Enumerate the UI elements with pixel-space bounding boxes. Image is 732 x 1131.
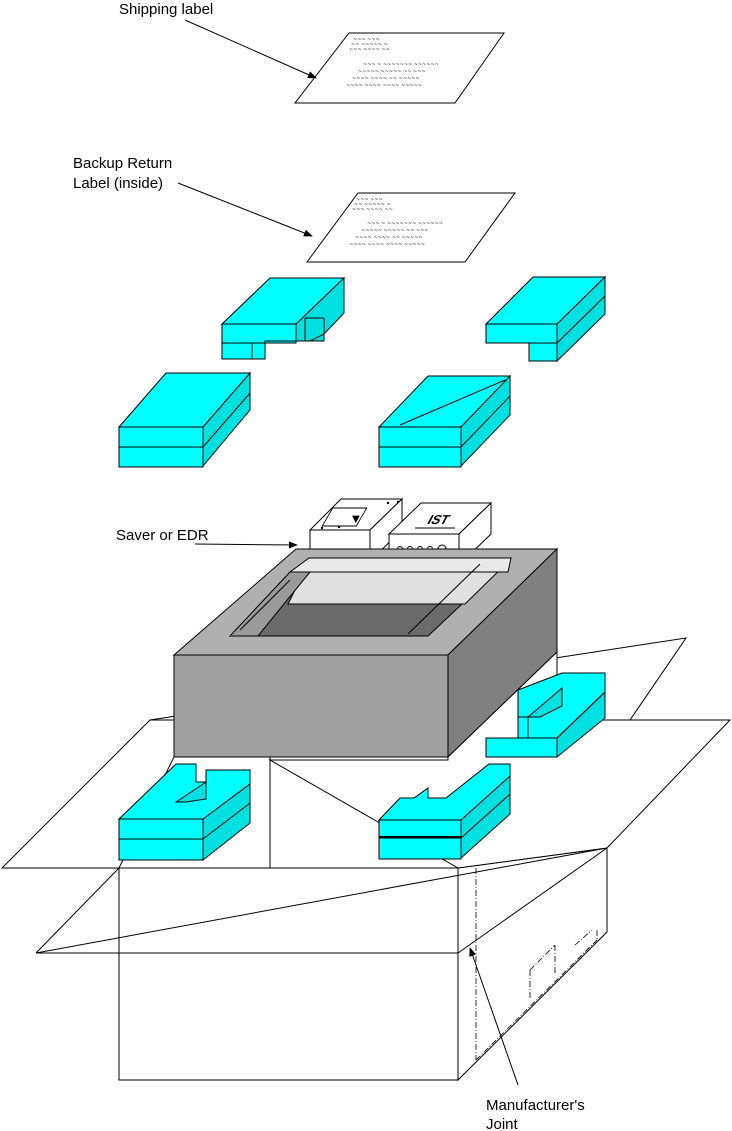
shipping-box xyxy=(0,650,732,1082)
svg-text:~~~~ ~~~~ ~~ ~~~~~: ~~~~ ~~~~ ~~ ~~~~~ xyxy=(352,76,420,82)
edr-logo-text: IST xyxy=(425,512,454,527)
svg-text:~~~ ~~~: ~~~ ~~~ xyxy=(353,37,380,43)
carrying-case xyxy=(172,547,559,759)
backup-return-label-sheet: ~~~ ~~~ ~~ ~~~~~ ~ ~~~ ~~~~ ~~ ~~~ ~ ~~~… xyxy=(306,192,516,263)
backup-return-label-text-line1: Backup Return xyxy=(73,155,172,172)
foam-block-middle-right xyxy=(377,374,512,468)
saver-or-edr-pointer xyxy=(194,541,298,549)
svg-text:~~~ ~~~: ~~~ ~~~ xyxy=(356,197,383,203)
manufacturers-joint-pointer xyxy=(469,947,519,1086)
svg-text:~~ ~~~~~ ~: ~~ ~~~~~ ~ xyxy=(354,202,391,208)
manufacturers-joint-label-line1: Manufacturer's xyxy=(486,1097,585,1114)
svg-text:~~~~~ ~~~~~ ~~ ~~~: ~~~~~ ~~~~~ ~~ ~~~ xyxy=(361,228,429,234)
foam-block-middle-left xyxy=(117,371,252,468)
svg-text:~~~ ~~~~ ~~: ~~~ ~~~~ ~~ xyxy=(349,47,390,53)
foam-block-upper-right xyxy=(484,275,607,363)
svg-text:~~ ~~~~~ ~: ~~ ~~~~~ ~ xyxy=(351,42,388,48)
svg-text:~~~ ~~~~ ~~: ~~~ ~~~~ ~~ xyxy=(352,207,393,213)
foam-block-upper-left xyxy=(220,276,346,360)
foam-block-lower-right-front xyxy=(377,763,511,860)
backup-return-label-pointer xyxy=(177,182,313,237)
saver-or-edr-label: Saver or EDR xyxy=(116,527,209,544)
shipping-label-text: Shipping label xyxy=(119,1,213,18)
shipping-label-sheet: ~~~ ~~~ ~~ ~~~~~ ~ ~~~ ~~~~ ~~ ~~~ ~ ~~~… xyxy=(293,32,505,104)
foam-block-lower-left xyxy=(117,763,251,862)
svg-text:~~~ ~ ~~~~~~~ ~~~~~~: ~~~ ~ ~~~~~~~ ~~~~~~ xyxy=(363,62,439,68)
svg-text:~~~~ ~~~~ ~~~~ ~~~~~: ~~~~ ~~~~ ~~~~ ~~~~~ xyxy=(349,242,425,248)
svg-text:~~~~ ~~~~ ~~ ~~~~~: ~~~~ ~~~~ ~~ ~~~~~ xyxy=(355,235,423,241)
foam-block-lower-right-rear xyxy=(485,672,606,759)
saver-logo-icon: ▼ xyxy=(352,514,360,525)
backup-return-label-text-line2: Label (inside) xyxy=(73,175,163,192)
manufacturers-joint-label-line2: Joint xyxy=(486,1116,519,1131)
svg-text:~~~~ ~~~~ ~~~~ ~~~~~: ~~~~ ~~~~ ~~~~ ~~~~~ xyxy=(346,83,422,89)
svg-text:~~~~~ ~~~~~ ~~ ~~~: ~~~~~ ~~~~~ ~~ ~~~ xyxy=(358,69,426,75)
svg-text:~~~ ~ ~~~~~~~ ~~~~~~: ~~~ ~ ~~~~~~~ ~~~~~~ xyxy=(367,221,443,227)
shipping-label-pointer xyxy=(184,19,317,79)
